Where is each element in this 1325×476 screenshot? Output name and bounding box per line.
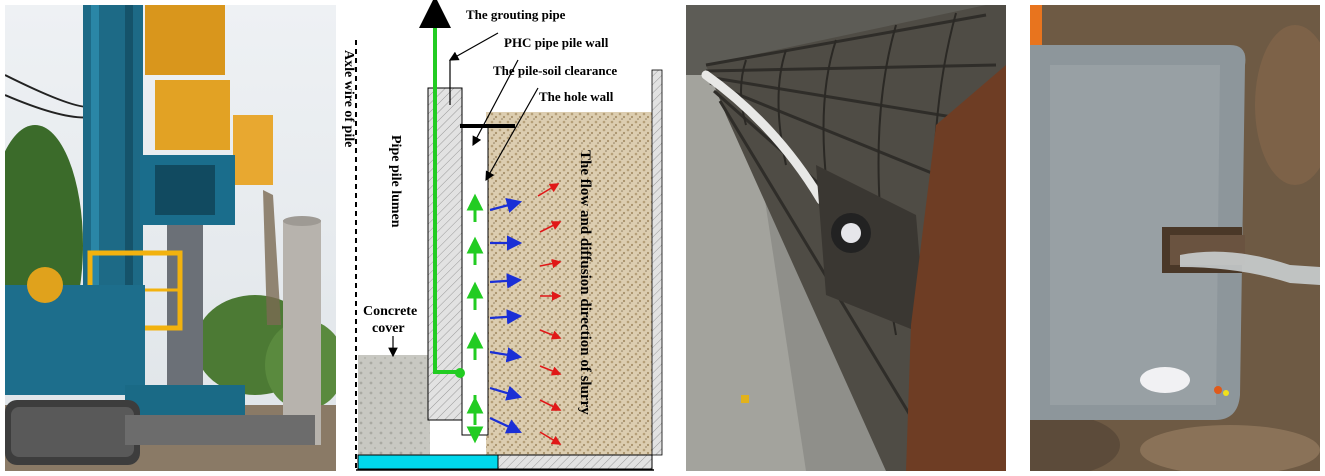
axle-wire-label: Axle wire of pile: [341, 50, 356, 147]
clearance-label: The pile-soil clearance: [493, 63, 617, 78]
concrete-cover-label-line2: cover: [372, 321, 405, 336]
pipe-lumen-label: Pipe pile lumen: [388, 135, 403, 228]
flow-direction-label: The flow and diffusion direction of slur…: [577, 150, 593, 415]
phc-wall-label: PHC pipe pile wall: [504, 35, 609, 50]
reinforcement-cage-photo: [686, 5, 1006, 471]
grouting-pipe-label: The grouting pipe: [466, 7, 566, 22]
grouting-diagram: The grouting pipe PHC pipe pile wall The…: [338, 0, 674, 476]
concrete-cover-label-line1: Concrete: [363, 304, 417, 319]
drilling-rig-photo: [5, 5, 336, 471]
pile-sample-photo: [1030, 5, 1320, 471]
hole-wall-label: The hole wall: [539, 89, 614, 104]
